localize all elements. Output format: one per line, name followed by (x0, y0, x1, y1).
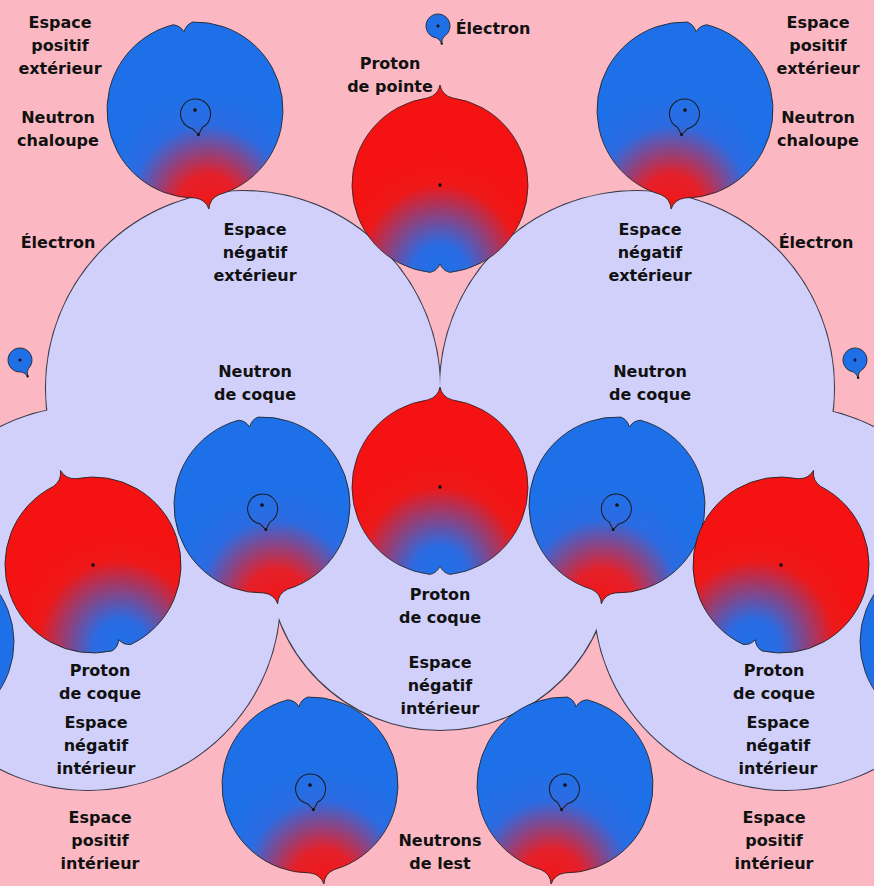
neutron (514, 405, 717, 618)
neutron (211, 686, 411, 886)
part-label: Espace positif extérieur (14, 11, 106, 80)
text-slot: Espace négatif intérieur (394, 651, 486, 720)
neutron (584, 11, 784, 221)
region-label: Espace négatif intérieur (50, 711, 142, 780)
text-slot: Électron (770, 231, 862, 254)
text-slot: Espace négatif extérieur (604, 218, 696, 287)
text-slot: Espace négatif intérieur (732, 711, 824, 780)
region-label: Neutron de coque (209, 360, 301, 406)
text-slot: Proton de pointe (347, 52, 434, 98)
region-label: Espace négatif extérieur (209, 218, 301, 287)
text-slot: Neutron de coque (604, 360, 696, 406)
text-slot: Proton de coque (398, 583, 483, 629)
part-label: Neutron chaloupe (772, 106, 864, 152)
region-label: Proton de coque (398, 583, 483, 629)
part-label: Neutrons de lest (394, 829, 486, 875)
region-label: Espace négatif intérieur (732, 711, 824, 780)
part-label: Espace positif intérieur (728, 806, 820, 875)
part-label: Neutron chaloupe (12, 106, 104, 152)
text-slot: Espace négatif intérieur (50, 711, 142, 780)
text-slot: Électron (447, 17, 539, 40)
proton (0, 442, 205, 677)
part-label: Électron (770, 231, 862, 254)
proton (352, 387, 528, 574)
part-label: Électron (447, 17, 539, 40)
text-slot: Proton de coque (58, 659, 143, 705)
text-slot: Espace positif intérieur (728, 806, 820, 875)
text-slot: Neutron de coque (209, 360, 301, 406)
part-label: Proton de pointe (347, 52, 434, 98)
region-label: Neutron de coque (604, 360, 696, 406)
region-label: Proton de coque (58, 659, 143, 705)
region-label: Proton de coque (732, 659, 817, 705)
part-label: Électron (12, 231, 104, 254)
part-label: Espace positif intérieur (54, 806, 146, 875)
neutron (96, 11, 296, 221)
text-slot: Espace positif extérieur (14, 11, 106, 80)
proton (669, 442, 874, 677)
electron (4, 344, 39, 382)
text-slot: Neutron chaloupe (12, 106, 104, 152)
neutron (161, 405, 364, 618)
region-label: Espace négatif extérieur (604, 218, 696, 287)
text-slot: Espace positif intérieur (54, 806, 146, 875)
region-label: Espace négatif intérieur (394, 651, 486, 720)
text-slot: Neutron chaloupe (772, 106, 864, 152)
electron (841, 346, 870, 381)
electron (424, 12, 454, 48)
text-slot: Espace positif extérieur (772, 11, 864, 80)
text-slot: Espace négatif extérieur (209, 218, 301, 287)
text-slot: Neutrons de lest (394, 829, 486, 875)
text-slot: Proton de coque (732, 659, 817, 705)
part-label: Espace positif extérieur (772, 11, 864, 80)
proton (352, 85, 528, 272)
text-slot: Électron (12, 231, 104, 254)
neutron (464, 686, 664, 886)
